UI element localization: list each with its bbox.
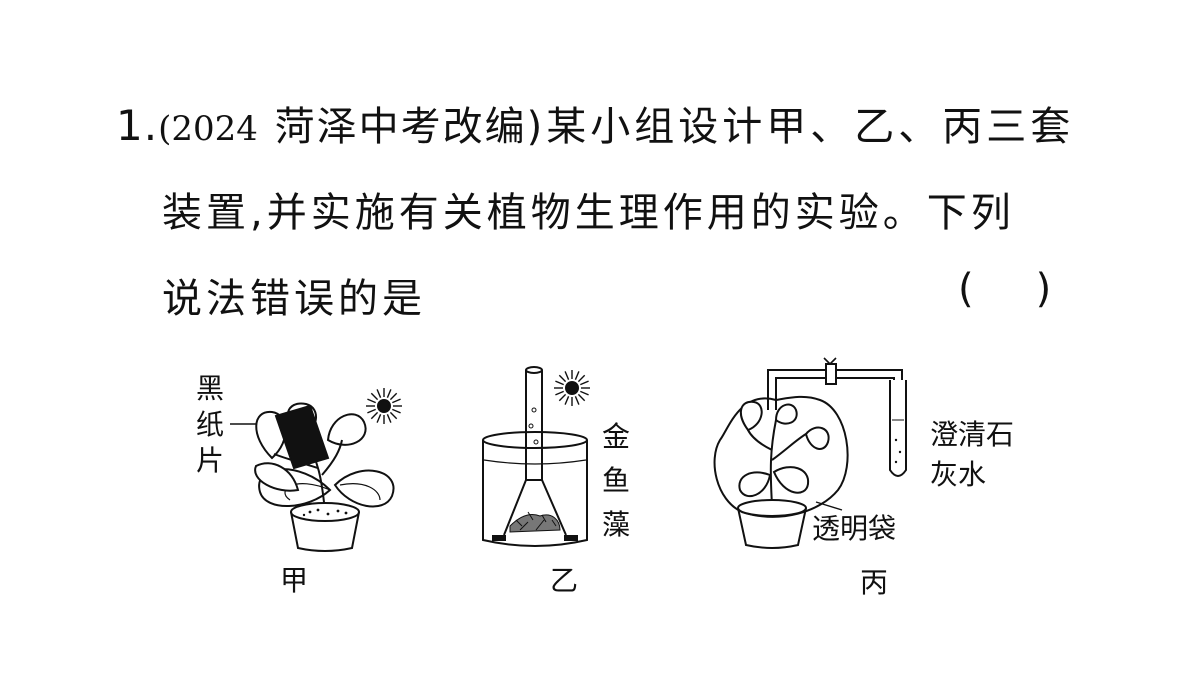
question-text-2: 装置,并实施有关植物生理作用的实验。下列: [162, 190, 1015, 236]
bing-label-line-2: 灰水: [930, 458, 986, 491]
jia-sun-icon: [365, 387, 403, 425]
yi-caption: 乙: [550, 564, 578, 597]
question-line-3: 说法错误的是: [162, 266, 426, 324]
source-year: 2024: [171, 109, 258, 149]
yi-label-char-1: 金: [602, 420, 630, 453]
apparatus-yi: 金 鱼 藻 乙: [482, 366, 630, 597]
apparatus-bing: 透明袋 澄清石 灰水 丙: [713, 357, 1014, 599]
question-line-1: 1.(2024 菏泽中考改编)某小组设计甲、乙、丙三套: [116, 94, 1074, 152]
jia-label-char-2: 纸: [196, 408, 224, 441]
yi-sun-icon: [553, 369, 591, 407]
jia-label-char-1: 黑: [196, 372, 224, 405]
jia-label-char-3: 片: [196, 444, 224, 477]
experiment-figure: 黑 纸 片 甲: [196, 357, 1014, 599]
question-line-2: 装置,并实施有关植物生理作用的实验。下列: [162, 180, 1015, 238]
answer-bracket-left: (: [958, 266, 974, 312]
question-text-1: 某小组设计甲、乙、丙三套: [546, 104, 1075, 150]
source-text: 菏泽中考改编: [274, 104, 527, 150]
yi-label-char-3: 藻: [602, 508, 630, 541]
bing-caption: 丙: [860, 566, 888, 599]
jia-caption: 甲: [280, 564, 308, 597]
answer-bracket-right: ): [1035, 266, 1052, 312]
question-text-3: 说法错误的是: [162, 276, 426, 322]
yi-label-char-2: 鱼: [602, 464, 630, 497]
bing-label-line-1: 澄清石: [930, 418, 1014, 451]
apparatus-jia: 黑 纸 片 甲: [196, 372, 403, 597]
question-number: 1.: [116, 101, 159, 150]
source-close-paren: ): [526, 104, 547, 150]
bing-bag-label: 透明袋: [812, 512, 896, 545]
source-open-paren: (: [158, 109, 172, 149]
answer-bracket: (): [958, 266, 1051, 312]
